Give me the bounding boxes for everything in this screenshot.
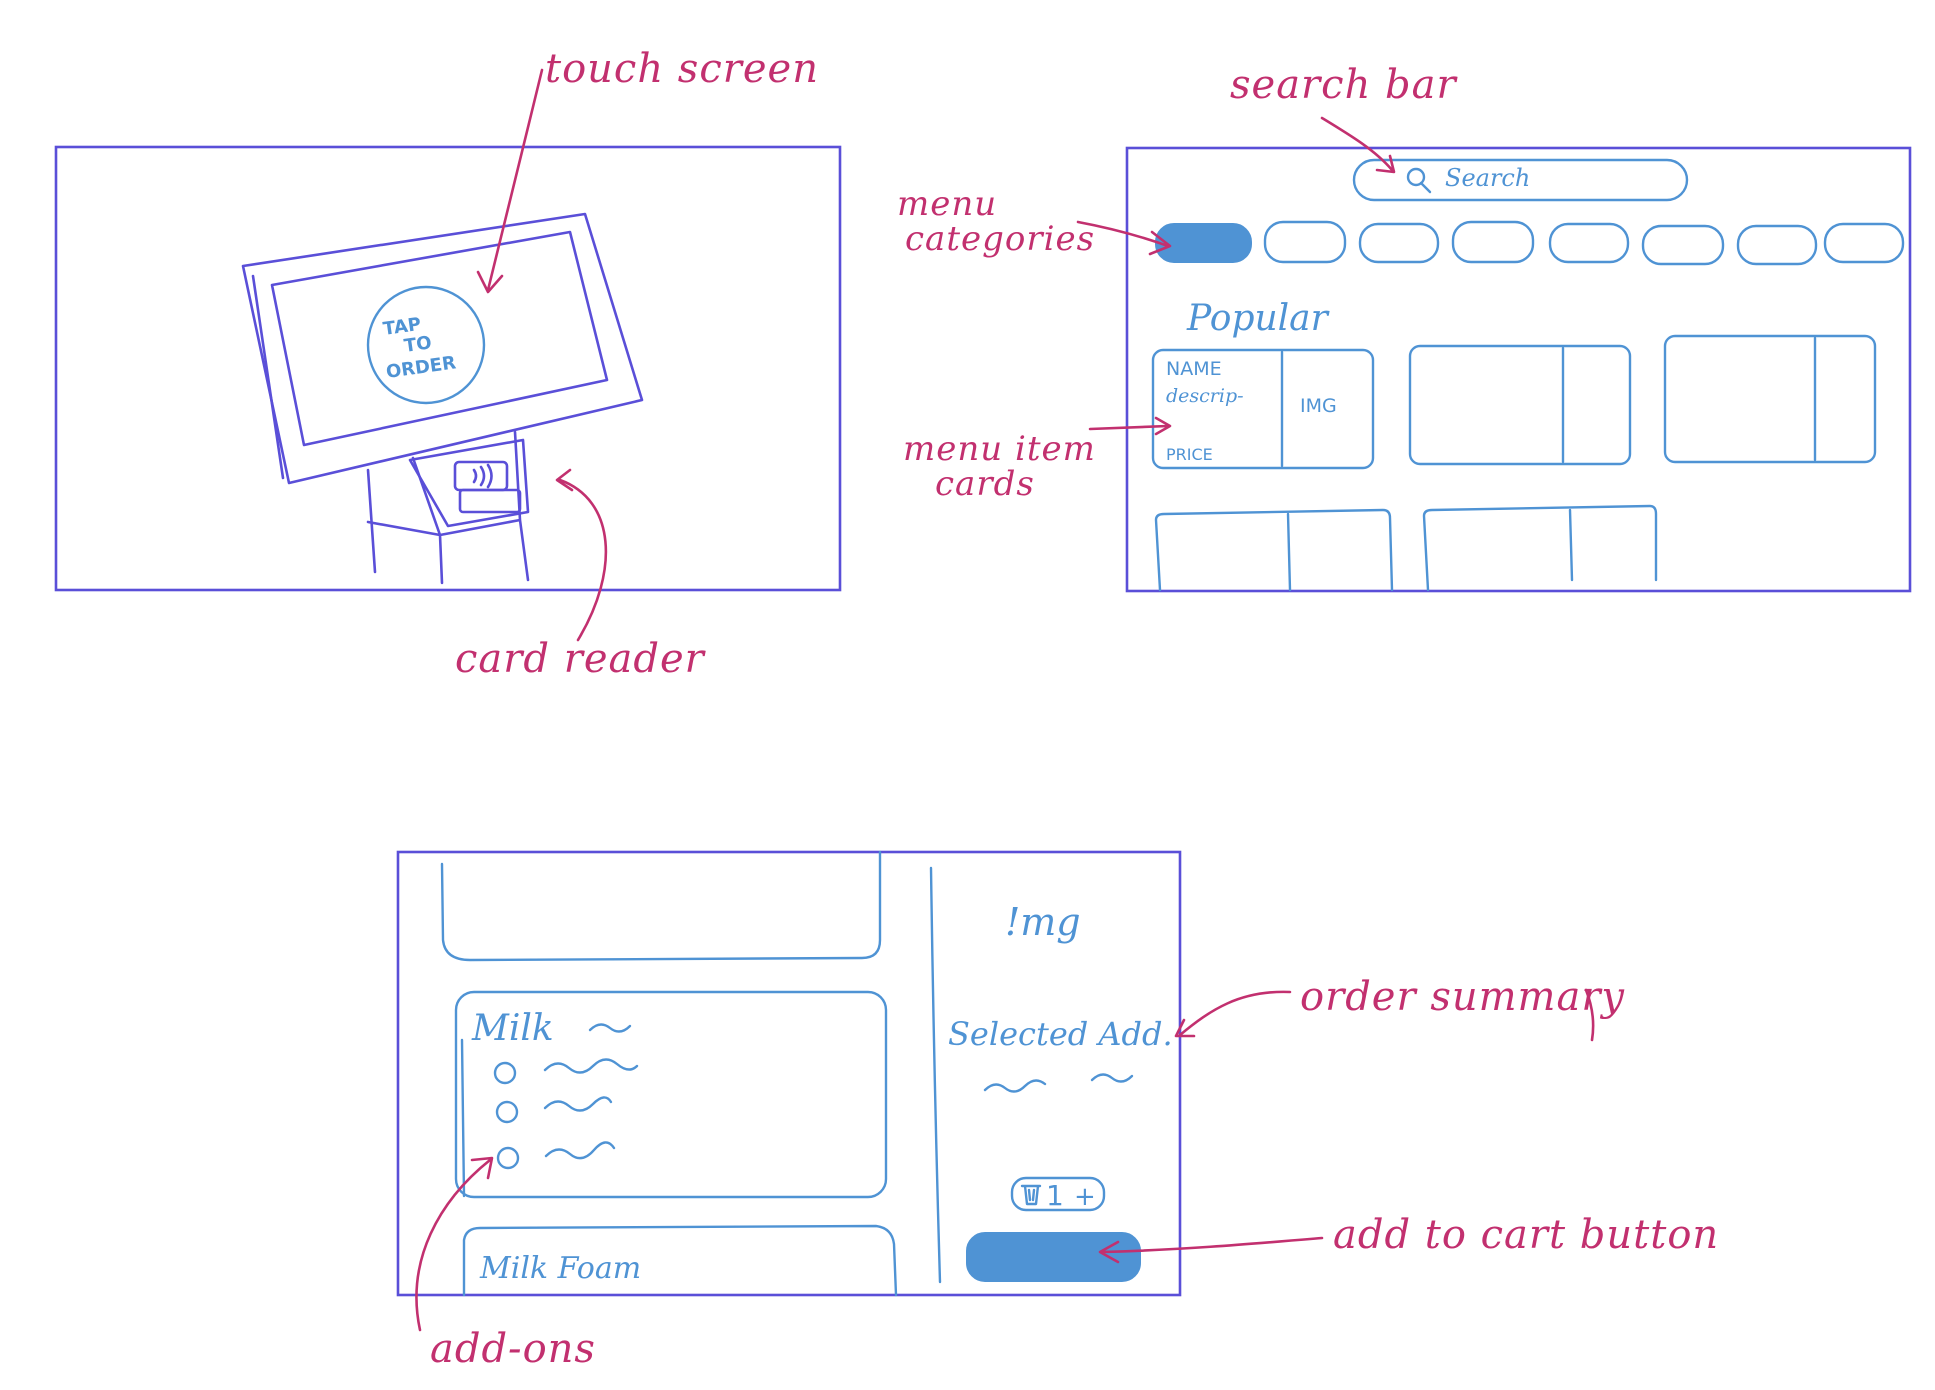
addon-group-milk: Milk [454,990,888,1199]
annotation-order-summary: order summary [1300,974,1625,1020]
category-chip[interactable] [1548,222,1630,264]
menu-card-description: descrip- [1166,385,1244,407]
addon-option-radio[interactable] [495,1100,519,1124]
arrow-touch-screen [476,68,544,294]
card-reader-keypad [458,488,522,514]
addon-option-radio[interactable] [493,1061,517,1085]
category-chip-selected[interactable] [1155,223,1252,263]
annotation-add-ons: add-ons [430,1326,596,1372]
category-chip[interactable] [1263,220,1347,264]
addon-group-title: Milk Foam [479,1251,641,1286]
menu-card-image-placeholder: IMG [1300,395,1337,417]
summary-divider [929,866,942,1284]
addon-option-label-squiggle [544,1141,616,1160]
annotation-menu-item-cards-line1: menu item [903,429,1096,469]
menu-card-outline [1422,504,1658,592]
contactless-icon [472,463,493,489]
annotation-search-bar: search bar [1230,62,1459,108]
addon-option-label-squiggle [543,1096,613,1112]
category-chip[interactable] [1823,222,1905,264]
annotation-menu-item-cards-line2: cards [935,464,1035,504]
addon-group-title: Milk [471,1008,554,1049]
kiosk-screen-inner [270,230,609,447]
addon-group-squiggle [588,1023,632,1033]
quantity-value: 1 [1046,1179,1064,1212]
menu-item-card[interactable] [1422,504,1658,592]
menu-card-outline [1663,334,1877,464]
kiosk-frame [54,145,842,592]
category-chip[interactable] [1358,222,1440,264]
arrow-add-ons [415,1156,494,1332]
addon-option-label-squiggle [543,1058,639,1074]
addon-card-edge [460,1038,466,1198]
menu-card-price: PRICE [1166,445,1213,464]
category-chip[interactable] [1736,224,1818,266]
search-bar[interactable] [1352,158,1689,202]
annotation-touch-screen: touch screen [545,46,819,92]
search-icon-handle [1419,181,1432,194]
menu-card-name: NAME [1166,358,1222,380]
summary-addon-squiggle [1090,1073,1134,1083]
kiosk-stand [366,430,530,585]
addon-card-top [440,850,882,962]
menu-card-outline [1151,348,1375,470]
quantity-stepper-outline [1010,1176,1106,1212]
arrow-search-bar [1320,116,1396,174]
arrow-add-to-cart [1098,1236,1324,1264]
quantity-stepper[interactable]: 1 + [1010,1176,1106,1212]
menu-item-card[interactable] [1663,334,1877,464]
detail-frame [396,850,1182,1297]
arrow-order-summary [1174,990,1292,1038]
category-chip[interactable] [1451,220,1535,264]
add-to-cart-button[interactable] [966,1232,1141,1282]
menu-card-outline [1408,344,1632,466]
menu-card-divider [1568,508,1574,582]
menu-panel: Search Popular NAME descrip- PRICE IMG [897,62,1912,593]
arrow-menu-categories [1076,220,1172,256]
menu-item-card[interactable] [1154,508,1394,592]
arrow-card-reader [555,468,608,642]
annotation-menu-categories-line1: menu [897,184,997,224]
section-title-popular: Popular [1186,298,1330,339]
tap-label-line1: TAP [382,314,423,340]
card-reader-body [408,438,530,528]
menu-frame [1125,146,1912,593]
search-icon [1406,167,1426,187]
summary-selected-addons: Selected Add. [948,1015,1173,1053]
tap-label-line3: ORDER [385,352,458,383]
kiosk-panel: TAP TO ORDER touch screen card reader [54,46,842,682]
menu-item-card[interactable] [1408,344,1632,466]
quantity-plus-button[interactable]: + [1074,1182,1096,1212]
menu-card-divider [1286,512,1292,592]
addon-card [454,990,888,1199]
kiosk-screen-bezel [251,274,285,480]
addon-option-radio[interactable] [496,1146,520,1170]
addon-group-milk-foam: Milk Foam [462,1224,898,1297]
menu-item-card[interactable]: NAME descrip- PRICE IMG [1151,348,1375,470]
addon-card [462,1224,898,1297]
tap-label-line2: TO [403,332,433,357]
search-placeholder: Search [1445,164,1530,192]
summary-image-placeholder: !mg [1005,900,1081,944]
trash-icon[interactable] [1020,1184,1042,1206]
tap-to-order-button[interactable] [366,285,486,405]
menu-card-outline [1154,508,1394,592]
order-summary-underline-tail [1584,988,1595,1042]
category-chip[interactable] [1641,224,1725,266]
detail-panel: Milk Milk Foam !mg Selected Add. 1 + [396,850,1719,1372]
annotation-add-to-cart-button: add to cart button [1333,1212,1719,1258]
annotation-menu-categories-line2: categories [905,219,1095,259]
summary-addon-squiggle [983,1079,1047,1093]
arrow-menu-item-cards [1088,416,1172,436]
annotation-card-reader: card reader [455,636,707,682]
